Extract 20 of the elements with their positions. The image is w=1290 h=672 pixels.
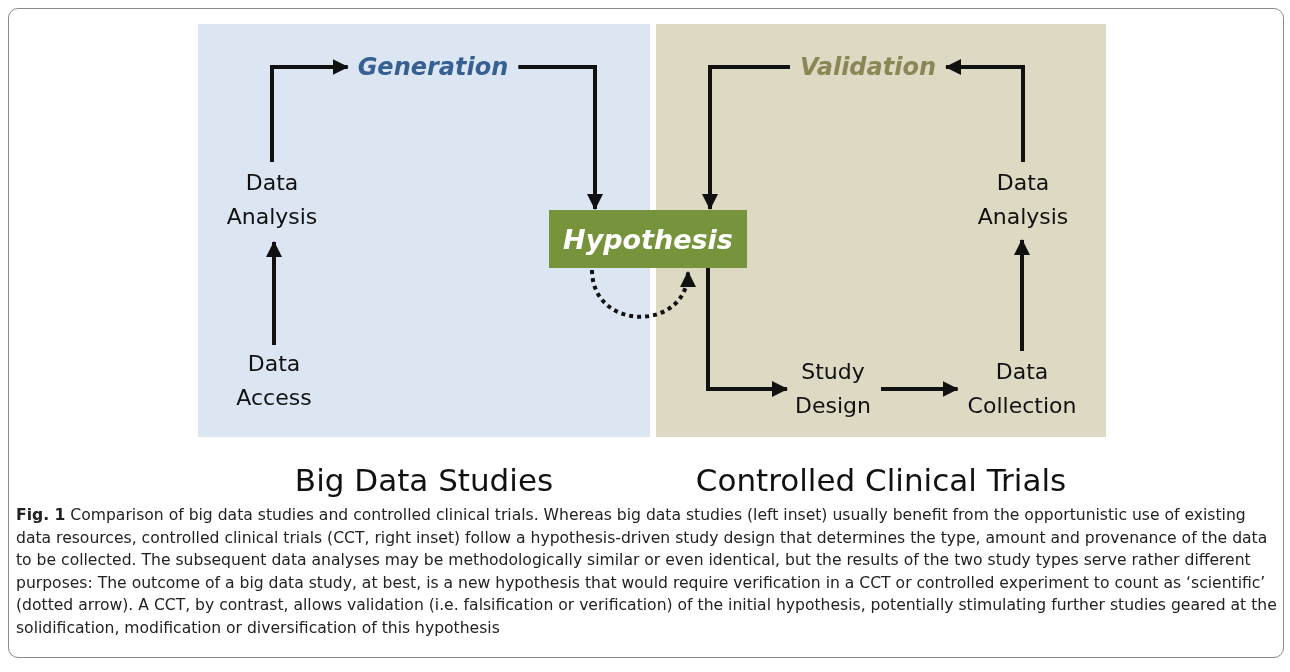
dotted-arrow (590, 269, 694, 319)
stage-label: Validation (800, 50, 936, 84)
arrow (518, 65, 603, 210)
arrow (945, 59, 1025, 162)
step-label: Data Access (236, 347, 312, 415)
step-label: Data Collection (967, 355, 1077, 423)
arrow (706, 268, 788, 397)
arrow (1014, 239, 1030, 351)
step-label: Study Design (795, 355, 871, 423)
step-label: Data Analysis (226, 166, 318, 234)
arrow (270, 59, 349, 162)
figure-caption: Fig. 1 Comparison of big data studies and controlled clinical trials. Whereas big data studies (left inset) usually benefit from the opportunistic use of existing data resources, controlled clinical trials (CCT, right inset) follow a hypothesis-driven study design that determines the type, amount and provenance of the data to be collected. The subsequent data analyses may be methodologically similar or even identical, but the results of the two study types serve rather different purposes: The outcome of a big data study, at best, is a new hypothesis that would require verification in a CCT or controlled experiment to count as ‘scientific’ (dotted arrow). A CCT, by contrast, allows validation (i.e. falsification or verification) of the initial hypothesis, potentially stimulating further studies geared at the solidification, modification or diversification of this hypothesis (16, 505, 1278, 639)
panel-heading: Big Data Studies (293, 462, 555, 498)
stage-label: Generation (357, 50, 509, 84)
panel-heading: Controlled Clinical Trials (694, 462, 1068, 498)
arrow (266, 241, 282, 345)
hypothesis-box: Hypothesis (549, 210, 747, 268)
arrow (881, 381, 959, 397)
arrow (702, 65, 790, 210)
step-label: Data Analysis (977, 166, 1069, 234)
